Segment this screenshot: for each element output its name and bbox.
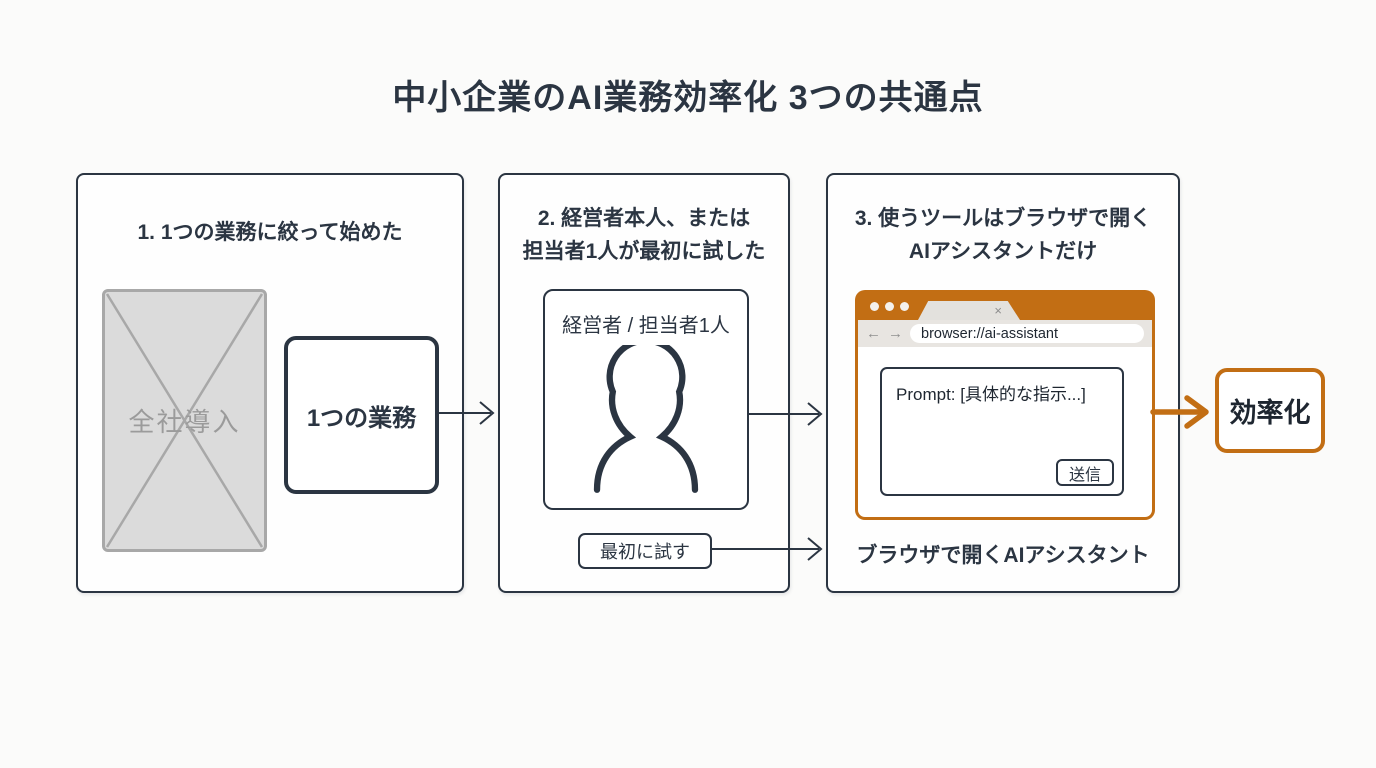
- person-box: 経営者 / 担当者1人: [543, 289, 749, 510]
- panel-step3: 3. 使うツールはブラウザで開く AIアシスタントだけ × ← → browse…: [826, 173, 1180, 593]
- back-icon[interactable]: ←: [866, 325, 881, 342]
- browser-tab[interactable]: ×: [918, 301, 1020, 320]
- page-title: 中小企業のAI業務効率化 3つの共通点: [392, 79, 984, 117]
- crossed-out-box: 全社導入: [102, 289, 267, 552]
- person-icon: [593, 345, 699, 493]
- single-task-label: 1つの業務: [306, 404, 417, 432]
- browser-navbar: ← → browser://ai-assistant: [858, 320, 1152, 347]
- browser-caption: ブラウザで開くAIアシスタント: [856, 544, 1150, 567]
- result-box: 効率化: [1215, 368, 1325, 453]
- result-label: 効率化: [1229, 398, 1311, 428]
- panel-step2: 2. 経営者本人、または 担当者1人が最初に試した 経営者 / 担当者1人 最初…: [498, 173, 790, 593]
- single-task-box: 1つの業務: [284, 336, 439, 494]
- send-button[interactable]: 送信: [1056, 459, 1114, 486]
- step2-heading-line1: 2. 経営者本人、または: [537, 207, 751, 230]
- address-bar-url: browser://ai-assistant: [921, 325, 1058, 342]
- tab-close-icon[interactable]: ×: [994, 303, 1002, 318]
- try-first-label: 最初に試す: [600, 542, 690, 562]
- step2-heading: 2. 経営者本人、または 担当者1人が最初に試した: [500, 202, 788, 268]
- prompt-box[interactable]: Prompt: [具体的な指示...] 送信: [880, 367, 1124, 496]
- crossed-box-label: 全社導入: [128, 407, 241, 437]
- step1-heading: 1. 1つの業務に絞って始めた: [137, 221, 403, 244]
- step3-heading: 3. 使うツールはブラウザで開く AIアシスタントだけ: [828, 202, 1178, 268]
- step2-heading-line2: 担当者1人が最初に試した: [522, 240, 766, 263]
- address-bar[interactable]: browser://ai-assistant: [910, 324, 1144, 343]
- step3-heading-line1: 3. 使うツールはブラウザで開く: [854, 207, 1152, 230]
- person-box-label: 経営者 / 担当者1人: [562, 315, 730, 337]
- window-dot: [870, 302, 879, 311]
- window-dot: [900, 302, 909, 311]
- browser-content: Prompt: [具体的な指示...] 送信: [858, 347, 1152, 517]
- step3-heading-line2: AIアシスタントだけ: [908, 240, 1098, 263]
- window-dot: [885, 302, 894, 311]
- browser-window: × ← → browser://ai-assistant Prompt: [具体…: [855, 290, 1155, 520]
- forward-icon[interactable]: →: [888, 325, 903, 342]
- try-first-button[interactable]: 最初に試す: [578, 533, 712, 569]
- browser-titlebar: ×: [858, 293, 1152, 320]
- panel-step1: 1. 1つの業務に絞って始めた 全社導入 1つの業務: [76, 173, 464, 593]
- x-cross-icon: [105, 293, 264, 548]
- prompt-text: Prompt: [具体的な指示...]: [896, 385, 1086, 404]
- send-button-label: 送信: [1068, 466, 1101, 484]
